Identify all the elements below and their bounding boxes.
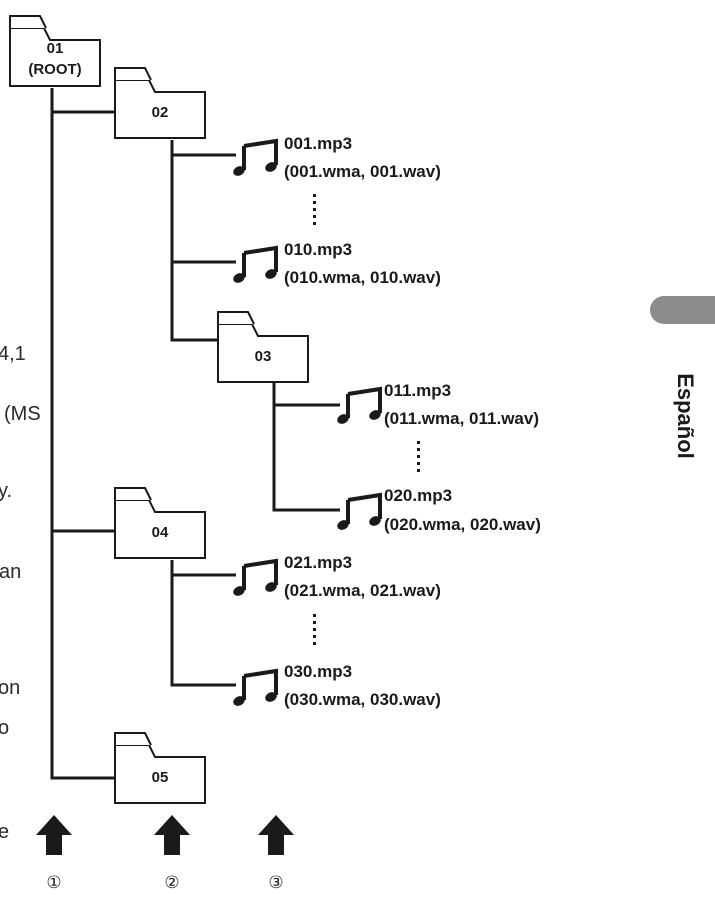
text-fragment: on	[0, 677, 20, 699]
file-020: 020.mp3 (020.wma, 020.wav)	[333, 486, 541, 534]
text-fragment: (MS	[4, 403, 41, 425]
file-alt-names: (001.wma, 001.wav)	[284, 162, 441, 181]
folder-label: 05	[152, 769, 169, 786]
file-001: 001.mp3 (001.wma, 001.wav)	[229, 134, 441, 181]
folder-03: 03	[217, 311, 309, 383]
vertical-ellipsis	[313, 614, 316, 645]
music-note-icon	[333, 387, 385, 428]
folder-icon	[114, 487, 206, 559]
folder-01-root: 01 (ROOT)	[9, 15, 101, 87]
text-fragment: y.	[0, 480, 12, 502]
music-note-icon	[229, 669, 281, 710]
text-fragment: an	[0, 561, 21, 583]
text-fragment: o	[0, 717, 9, 739]
folder-number: 01	[47, 40, 64, 57]
folder-04: 04	[114, 487, 206, 559]
level-number: ③	[268, 873, 283, 892]
language-tab: Español	[650, 296, 715, 459]
level-number: ①	[46, 873, 61, 892]
music-note-icon	[229, 139, 281, 180]
trunk-03	[272, 380, 340, 512]
left-page-fragments: 4,1 (MS y. an on o e	[0, 343, 41, 843]
music-note-icon	[333, 493, 385, 534]
level-3: ③	[258, 815, 294, 892]
folder-02: 02	[114, 67, 206, 139]
file-021: 021.mp3 (021.wma, 021.wav)	[229, 553, 441, 600]
up-arrow-icon	[258, 815, 294, 855]
file-name: 001.mp3	[284, 134, 352, 153]
level-1: ①	[36, 815, 72, 892]
file-010: 010.mp3 (010.wma, 010.wav)	[229, 240, 441, 287]
music-note-icon	[229, 559, 281, 600]
level-number: ②	[164, 873, 179, 892]
text-fragment: 4,1	[0, 343, 26, 365]
folder-root-label: (ROOT)	[28, 61, 81, 78]
file-name: 021.mp3	[284, 553, 352, 572]
file-030: 030.mp3 (030.wma, 030.wav)	[229, 662, 441, 710]
tree-connectors	[50, 88, 340, 780]
folder-icon	[114, 67, 206, 139]
folder-label: 03	[255, 348, 272, 365]
trunk-04	[170, 560, 236, 687]
file-alt-names: (021.wma, 021.wav)	[284, 581, 441, 600]
file-name: 020.mp3	[384, 486, 452, 505]
file-alt-names: (011.wma, 011.wav)	[384, 409, 539, 428]
file-alt-names: (030.wma, 030.wav)	[284, 690, 441, 709]
trunk-02	[170, 140, 218, 342]
text-fragment: e	[0, 821, 9, 843]
up-arrow-icon	[36, 815, 72, 855]
file-name: 011.mp3	[384, 381, 451, 400]
folder-label: 04	[152, 524, 169, 541]
music-note-icon	[229, 246, 281, 287]
folder-label: 02	[152, 104, 169, 121]
language-tab-bar	[650, 296, 715, 324]
language-tab-label: Español	[673, 373, 698, 459]
file-alt-names: (010.wma, 010.wav)	[284, 268, 441, 287]
up-arrow-icon	[154, 815, 190, 855]
file-011: 011.mp3 (011.wma, 011.wav)	[333, 381, 539, 428]
vertical-ellipsis	[313, 194, 316, 225]
file-alt-names: (020.wma, 020.wav)	[384, 515, 541, 534]
folder-icon	[114, 732, 206, 804]
folder-05: 05	[114, 732, 206, 804]
folder-icon	[217, 311, 309, 383]
trunk-root	[50, 88, 118, 780]
vertical-ellipsis	[417, 441, 420, 472]
file-name: 010.mp3	[284, 240, 352, 259]
file-name: 030.mp3	[284, 662, 352, 681]
level-2: ②	[154, 815, 190, 892]
